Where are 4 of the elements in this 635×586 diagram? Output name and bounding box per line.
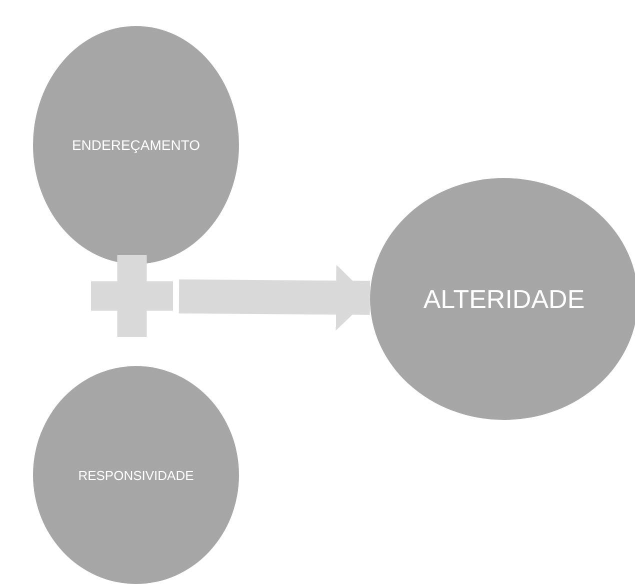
node-label: RESPONSIVIDADE bbox=[78, 468, 194, 482]
arrow bbox=[178, 264, 370, 331]
node-label: ENDEREÇAMENTO bbox=[72, 137, 200, 153]
node-label: ALTERIDADE bbox=[423, 284, 585, 314]
